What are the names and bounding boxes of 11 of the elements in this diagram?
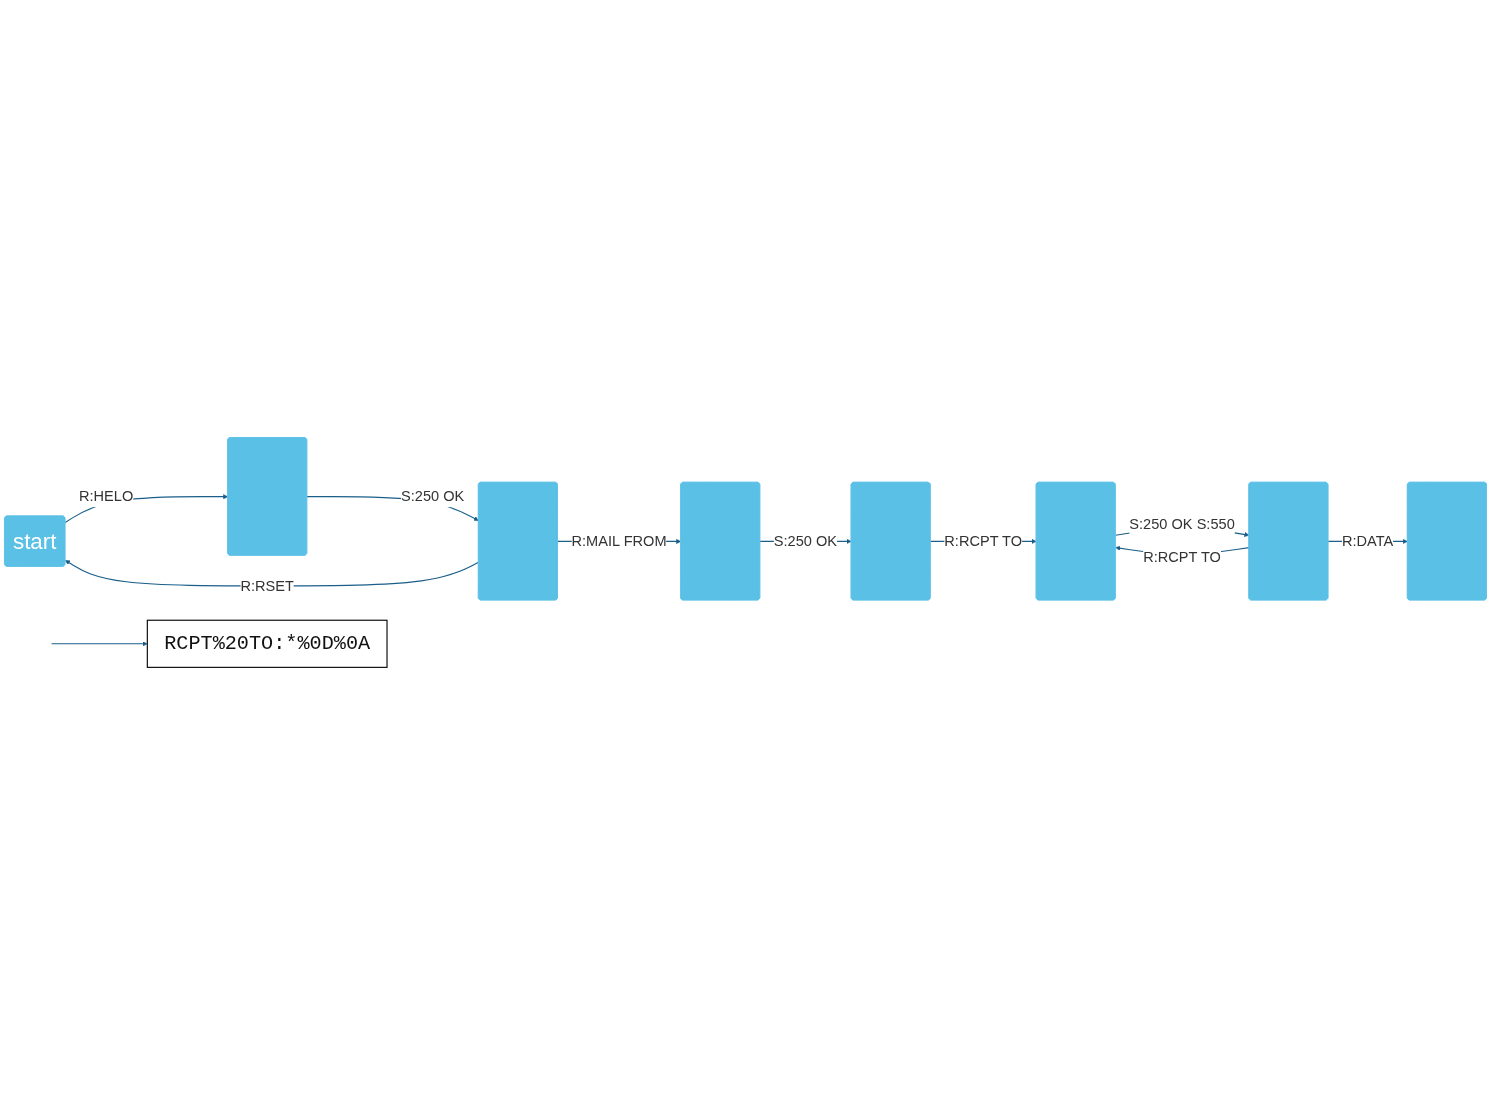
edge-label: R:RSET [240, 576, 294, 594]
edge-label: R:MAIL FROM [571, 532, 667, 549]
edge-label: R:RCPT TO [944, 532, 1023, 549]
edge-label: R:DATA [1341, 532, 1394, 549]
edge-label: S:250 OK [401, 487, 465, 505]
edge-label: R:HELO [78, 487, 134, 505]
edge-label: S:250 OK S:550 [1129, 515, 1235, 533]
edge-label: S:250 OK [773, 532, 838, 549]
arrow [51, 640, 148, 646]
edge-label: R:RCPT TO [1143, 548, 1221, 566]
node-box: RCPT%20TO:*%0D%0A [146, 619, 388, 668]
